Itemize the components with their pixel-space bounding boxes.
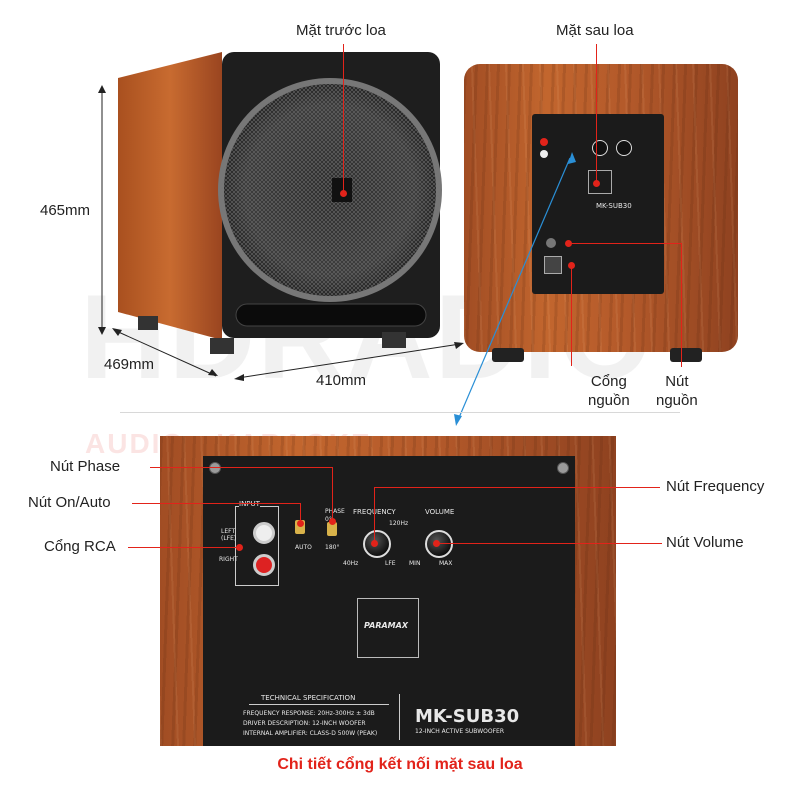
volume-callout: Nút Volume xyxy=(666,534,744,551)
freq-40-label: 40Hz xyxy=(343,560,359,567)
freq-lfe-label: LFE xyxy=(385,560,396,567)
front-pointer-line xyxy=(343,44,344,192)
power-port-dot xyxy=(568,262,575,269)
vol-max-label: MAX xyxy=(439,560,453,567)
height-arrow xyxy=(98,85,106,335)
section-divider xyxy=(120,412,680,413)
phase-180-label: 180° xyxy=(325,544,340,551)
back-foot-left xyxy=(492,348,524,362)
brand-box: PARAMAX xyxy=(357,598,419,658)
volume-callout-dot xyxy=(433,540,440,547)
vol-min-label: MIN xyxy=(409,560,421,567)
volume-panel-label: VOLUME xyxy=(425,508,455,516)
left-lfe-label: LEFT (LFE) xyxy=(221,528,237,542)
on-auto-switch[interactable] xyxy=(295,520,305,534)
freq-120-label: 120Hz xyxy=(389,520,409,527)
on-auto-callout: Nút On/Auto xyxy=(28,494,111,511)
on-auto-callout-line xyxy=(132,503,300,504)
frequency-callout-vline xyxy=(374,487,375,543)
rca-left-jack[interactable] xyxy=(253,522,275,544)
front-pointer-dot xyxy=(340,190,347,197)
rca-right-jack[interactable] xyxy=(253,554,275,576)
power-button-hline xyxy=(570,243,682,244)
right-label: RIGHT xyxy=(219,556,238,563)
zoom-pointer-arrow xyxy=(454,152,576,426)
spec-title: TECHNICAL SPECIFICATION xyxy=(261,694,356,702)
spec-line-2: DRIVER DESCRIPTION: 12-INCH WOOFER xyxy=(243,720,366,727)
power-button-label: Nút nguồn xyxy=(656,373,698,409)
phase-label: PHASE xyxy=(325,508,345,515)
phase-callout-dot xyxy=(329,518,336,525)
power-port-line xyxy=(571,266,572,366)
back-label: Mặt sau loa xyxy=(556,22,634,39)
phase-switch[interactable] xyxy=(327,522,337,536)
on-auto-callout-dot xyxy=(297,520,304,527)
input-label: INPUT xyxy=(239,500,260,508)
on-auto-callout-vline xyxy=(300,503,301,523)
phase-callout-line xyxy=(150,467,332,468)
depth-arrow xyxy=(112,328,218,377)
phase-callout: Nút Phase xyxy=(50,458,121,475)
power-port-label: Cổng nguồn xyxy=(588,373,630,409)
phase-0-label: 0° xyxy=(325,516,332,523)
rca-callout-dot xyxy=(236,544,243,551)
phase-callout-vline xyxy=(332,467,333,519)
front-speaker xyxy=(100,50,460,380)
back-pointer-line xyxy=(596,44,597,184)
frequency-callout-dot xyxy=(371,540,378,547)
frequency-callout-line xyxy=(374,487,660,488)
auto-label: AUTO xyxy=(295,544,312,551)
volume-knob[interactable] xyxy=(425,530,453,558)
power-button-dot xyxy=(565,240,572,247)
rca-callout: Cổng RCA xyxy=(44,538,116,555)
back-mini-plate: MK-SUB30 xyxy=(532,114,664,294)
model-name: MK-SUB30 xyxy=(415,706,520,727)
back-pointer-dot xyxy=(593,180,600,187)
front-label: Mặt trước loa xyxy=(296,22,386,39)
width-dimension: 410mm xyxy=(316,372,367,389)
back-foot-right xyxy=(670,348,702,362)
spec-line-3: INTERNAL AMPLIFIER: CLASS-D 500W (PEAK) xyxy=(243,730,378,737)
frequency-callout: Nút Frequency xyxy=(666,478,765,495)
detail-control-panel: INPUT LEFT (LFE) RIGHT AUTO PHASE 0° 180… xyxy=(203,456,575,746)
front-speaker-drawing xyxy=(118,52,442,354)
bottom-caption: Chi tiết cổng kết nối mặt sau loa xyxy=(277,756,523,773)
rca-callout-line xyxy=(128,547,238,548)
depth-dimension: 469mm xyxy=(104,356,155,373)
power-button-line xyxy=(681,243,682,367)
frequency-knob[interactable] xyxy=(363,530,391,558)
mini-model: MK-SUB30 xyxy=(596,202,632,210)
spec-line-1: FREQUENCY RESPONSE: 20Hz-300Hz ± 3dB xyxy=(243,710,375,717)
brand-logo: PARAMAX xyxy=(364,621,408,630)
width-arrow xyxy=(234,342,464,381)
model-subtitle: 12-INCH ACTIVE SUBWOOFER xyxy=(415,728,504,735)
volume-callout-line xyxy=(436,543,662,544)
height-dimension: 465mm xyxy=(40,202,91,219)
